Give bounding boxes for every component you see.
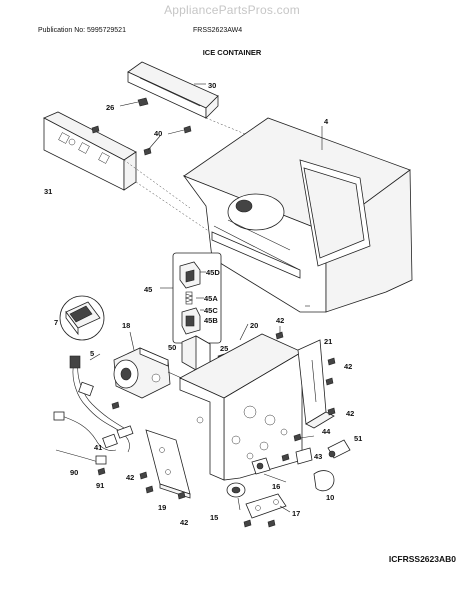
part-26-screw[interactable] <box>119 97 149 107</box>
publication-number: Publication No: 5995729521 <box>38 27 126 34</box>
part-21-side-panel[interactable] <box>297 339 335 429</box>
part-90-wire-clip[interactable] <box>55 449 107 465</box>
part-91-fastener[interactable] <box>97 467 106 476</box>
callout-41: 41 <box>94 443 102 452</box>
callout-5: 5 <box>90 349 94 358</box>
callout-45B: 45B <box>204 316 218 325</box>
callout-21: 21 <box>324 337 332 346</box>
part-41-switch[interactable] <box>102 433 118 449</box>
part-7-switch-module[interactable] <box>59 295 105 341</box>
callout-20: 20 <box>250 321 258 330</box>
callout-30: 30 <box>208 81 216 90</box>
diagram-title: ICE CONTAINER <box>202 48 262 57</box>
part-10-cap[interactable] <box>313 470 335 492</box>
part-15-bushing[interactable] <box>226 482 246 498</box>
callout-19: 19 <box>158 503 166 512</box>
callout-42-right-b: 42 <box>346 409 354 418</box>
callout-4: 4 <box>324 117 329 126</box>
part-51-sensor[interactable] <box>327 439 351 459</box>
callout-45A: 45A <box>204 294 218 303</box>
diagram-code: ICFRSS2623AB0 <box>388 554 456 564</box>
callout-50: 50 <box>168 343 176 352</box>
site-watermark: AppliancePartsPros.com <box>164 3 300 17</box>
part-43-clip[interactable] <box>295 447 313 465</box>
callout-42-right-a: 42 <box>344 362 352 371</box>
callout-15: 15 <box>210 513 218 522</box>
callout-90: 90 <box>70 468 78 477</box>
callout-44: 44 <box>322 427 331 436</box>
part-18-auger-motor[interactable] <box>113 347 187 399</box>
callout-10: 10 <box>326 493 334 502</box>
callout-42-left: 42 <box>126 473 134 482</box>
part-17-plate[interactable] <box>245 493 287 519</box>
callout-25: 25 <box>220 344 228 353</box>
part-31-front-bracket[interactable] <box>43 111 137 191</box>
model-number: FRSS2623AW4 <box>193 27 243 34</box>
callout-31: 31 <box>44 187 52 196</box>
part-4-ice-bin[interactable] <box>182 117 413 313</box>
callout-40: 40 <box>154 129 162 138</box>
callout-45C: 45C <box>204 306 218 315</box>
callout-7: 7 <box>54 318 58 327</box>
part-42-screws-right[interactable] <box>325 357 336 416</box>
callout-18: 18 <box>122 321 130 330</box>
callout-26: 26 <box>106 103 114 112</box>
callout-16: 16 <box>272 482 280 491</box>
callout-45D: 45D <box>206 268 220 277</box>
part-42-screw-bottom[interactable] <box>243 519 276 528</box>
part-30-cover-rail[interactable] <box>127 61 219 119</box>
part-5-wire-harness[interactable] <box>53 355 134 453</box>
callout-43: 43 <box>314 452 322 461</box>
part-42-screw-upper[interactable] <box>275 326 284 340</box>
callout-42-bottom: 42 <box>180 518 188 527</box>
callout-51: 51 <box>354 434 362 443</box>
part-40-screws[interactable] <box>91 125 192 156</box>
part-44-clips[interactable] <box>281 433 315 462</box>
callout-91: 91 <box>96 481 104 490</box>
part-42-screws-left[interactable] <box>111 401 186 500</box>
part-16-fitting[interactable] <box>251 457 271 475</box>
part-50-bracket[interactable] <box>181 335 211 371</box>
callout-42-top: 42 <box>276 316 284 325</box>
callout-45: 45 <box>144 285 152 294</box>
callout-17: 17 <box>292 509 300 518</box>
